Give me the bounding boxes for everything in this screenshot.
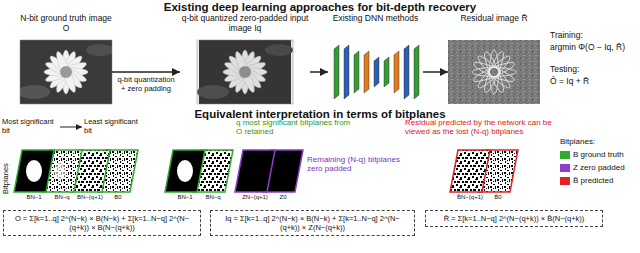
bitplane-label: B̄N−(q+1) — [456, 194, 484, 201]
equation-box: O = Σ[k=1..q] 2^(N−k) × B(N−k) + Σ[k=1..… — [3, 210, 201, 236]
bitplane-label: Z0 — [269, 194, 297, 201]
bitplane-label: BN−q — [199, 194, 227, 201]
bitplane-label: BN−q — [48, 194, 76, 201]
flow-arrow — [423, 71, 448, 73]
bitplane-label: BN−(q+1) — [76, 194, 104, 201]
training-label: Training: — [550, 30, 638, 40]
panel-heading: q-bit quantized zero-padded input image … — [180, 14, 310, 33]
axis-label: Least significant bit — [84, 118, 140, 136]
legend-text: Z zero padded — [573, 163, 638, 173]
diagram-title: Existing deep learning approaches for bi… — [0, 1, 640, 14]
testing-label: Testing: — [550, 64, 638, 74]
flow-arrow — [310, 71, 328, 73]
panel-heading: Residual image R̄ — [448, 14, 540, 24]
equation-text: Iq = Σ[k=1..q] 2^(N−k) × B(N−k) + Σ[k=1.… — [216, 214, 409, 232]
training-formula: argmin Φ(O − Iq, R̄) — [550, 42, 638, 52]
image-panel: q-bit quantized zero-padded input image … — [180, 14, 310, 104]
legend-swatch — [560, 177, 570, 185]
annotation-text: Residual predicted by the network can be… — [405, 118, 555, 137]
equation-box: Iq = Σ[k=1..q] 2^(N−k) × B(N−k) + Σ[k=1.… — [210, 210, 415, 236]
legend-title: Bitplanes: — [560, 137, 638, 146]
legend-swatch — [560, 151, 570, 159]
annotation-text: Remaining (N-q) bitplanes zero padded — [307, 155, 402, 174]
legend-swatch — [560, 164, 570, 172]
flow-arrow — [112, 71, 180, 73]
image-panel: N-bit ground truth image O — [20, 14, 112, 104]
legend-text: B ground truth — [573, 150, 638, 160]
axis-label: Most significant bit — [2, 118, 58, 136]
network-panel: Existing DNN methods — [328, 14, 423, 104]
image-panel: Residual image R̄ — [448, 14, 540, 104]
edge-label: q-bit quantization + zero padding — [115, 76, 177, 93]
testing-formula: Ō = Iq + R̄ — [550, 76, 638, 86]
equation-box: R̄ = Σ[k=1..N−q] 2^(N−(q+k)) × B̄(N−(q+k… — [425, 210, 603, 227]
equation-text: R̄ = Σ[k=1..N−q] 2^(N−(q+k)) × B̄(N−(q+k… — [431, 214, 597, 223]
bitplane-label: BN−1 — [20, 194, 48, 201]
bitplane-label: B̄0 — [484, 194, 512, 201]
legend-text: B̄ predicted — [573, 176, 638, 186]
panel-heading: Existing DNN methods — [328, 14, 423, 24]
axis-label: Bitplanes — [2, 163, 11, 194]
bitplane-label: B0 — [104, 194, 132, 201]
bitplane-label: ZN−(q+1) — [241, 194, 269, 201]
panel-heading: N-bit ground truth image O — [20, 14, 112, 33]
annotation-text: q most significant bitplanes from O reta… — [236, 118, 356, 137]
equation-text: O = Σ[k=1..q] 2^(N−k) × B(N−k) + Σ[k=1..… — [9, 214, 195, 232]
bitplane-label: BN−1 — [171, 194, 199, 201]
